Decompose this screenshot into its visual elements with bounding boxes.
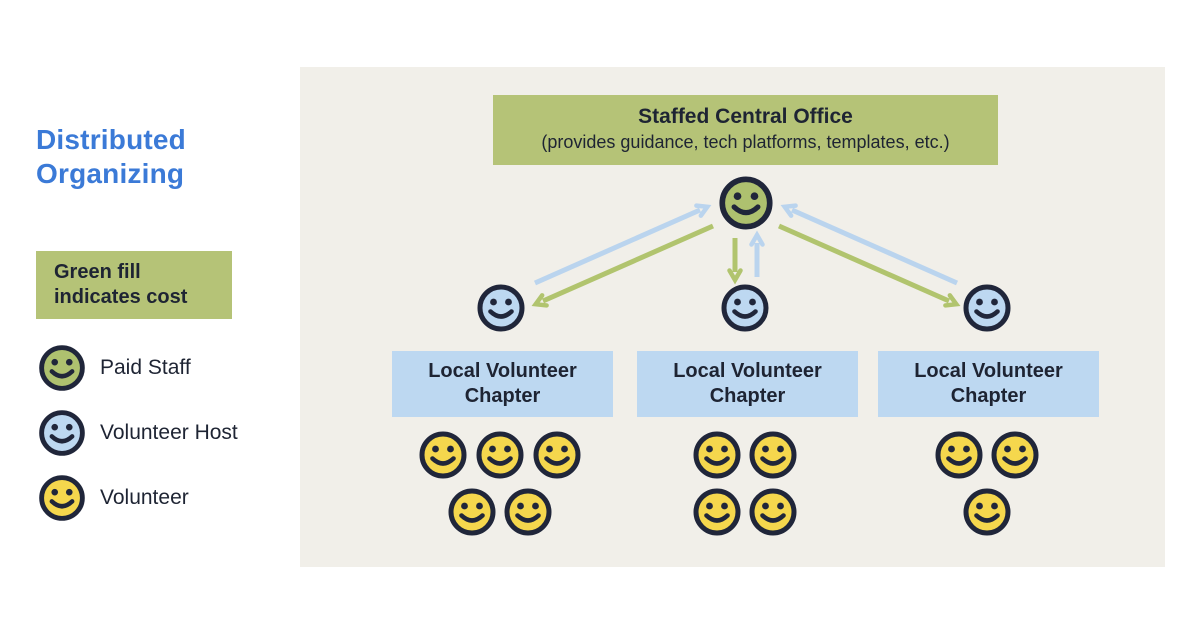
legend-green-smiley-icon: [42, 348, 83, 389]
arrow-left-host-to-central: [533, 203, 712, 286]
volunteer-smiley-icon: [696, 491, 738, 533]
volunteer-smiley-icon: [938, 434, 980, 476]
volunteer-smiley-icon: [536, 434, 578, 476]
volunteer-smiley-icon: [451, 491, 493, 533]
page-title: Distributed Organizing: [36, 123, 186, 189]
host-smiley-icon-3: [966, 287, 1008, 329]
chapter-box-2: Local Volunteer Chapter: [637, 351, 858, 417]
legend-cost-note: Green fill indicates cost: [36, 251, 232, 319]
legend-label-paid-staff: Paid Staff: [100, 356, 191, 379]
arrow-right-host-to-central: [780, 203, 959, 286]
chapter-box-3: Local Volunteer Chapter: [878, 351, 1099, 417]
host-smiley-icon-1: [480, 287, 522, 329]
arrow-central-to-left-host: [531, 223, 715, 308]
legend-blue-smiley-icon: [42, 413, 83, 454]
paid-staff-smiley-icon: [722, 179, 769, 226]
legend-yellow-smiley-icon: [42, 478, 83, 519]
volunteer-smiley-icon: [422, 434, 464, 476]
volunteer-smiley-icon: [752, 491, 794, 533]
central-office-box: Staffed Central Office (provides guidanc…: [493, 95, 998, 165]
volunteer-smiley-icon: [696, 434, 738, 476]
volunteer-smiley-icon: [479, 434, 521, 476]
volunteer-smiley-icon: [752, 434, 794, 476]
central-office-title: Staffed Central Office: [638, 105, 853, 128]
volunteer-smiley-icon: [994, 434, 1036, 476]
chapter-box-1: Local Volunteer Chapter: [392, 351, 613, 417]
legend-label-volunteer-host: Volunteer Host: [100, 421, 238, 444]
legend-label-volunteer: Volunteer: [100, 486, 189, 509]
arrow-central-to-right-host: [777, 223, 961, 308]
host-smiley-icon-2: [724, 287, 766, 329]
central-office-subtitle: (provides guidance, tech platforms, temp…: [541, 132, 950, 152]
volunteer-smiley-icon: [966, 491, 1008, 533]
volunteer-smiley-icon: [507, 491, 549, 533]
